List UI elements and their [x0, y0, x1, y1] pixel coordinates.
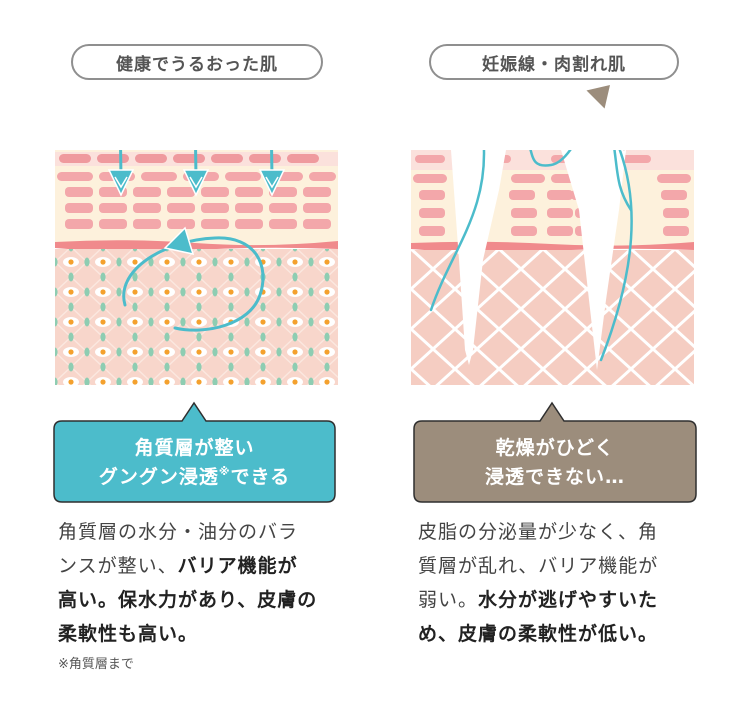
damaged-description: 皮脂の分泌量が少なく、角 質層が乱れ、バリア機能が 弱い。水分が逃げやすいた め… [418, 521, 659, 645]
footnote: ※角質層まで [58, 657, 134, 672]
escape-arrow-head-icon [583, 82, 613, 112]
arrow-down-icon [119, 150, 274, 180]
healthy-skin-title: 健康でうるおった肌 [71, 44, 323, 80]
damaged-skin-panel: 妊娠線・肉割れ肌 [375, 0, 750, 719]
damaged-callout: 乾燥がひどく 浸透できない… [412, 397, 698, 504]
healthy-callout: 角質層が整い グングン浸透※できる [52, 397, 337, 504]
healthy-callout-line2: グングン浸透※できる [98, 464, 291, 488]
healthy-skin-diagram [55, 150, 338, 385]
damaged-callout-line2: 浸透できない… [484, 465, 625, 488]
damaged-skin-title: 妊娠線・肉割れ肌 [429, 44, 679, 80]
healthy-description: 角質層の水分・油分のバラ ンスが整い、バリア機能が 高い。保水力があり、皮膚の … [58, 521, 318, 645]
damaged-callout-line1: 乾燥がひどく [495, 436, 615, 459]
circular-arrow-icon [122, 226, 265, 332]
escape-arrow-icon [429, 150, 633, 362]
healthy-skin-panel: 健康でうるおった肌 [52, 44, 338, 672]
skin-crack [451, 150, 626, 370]
healthy-callout-line1: 角質層が整い [134, 436, 255, 459]
damaged-skin-diagram [411, 150, 694, 385]
